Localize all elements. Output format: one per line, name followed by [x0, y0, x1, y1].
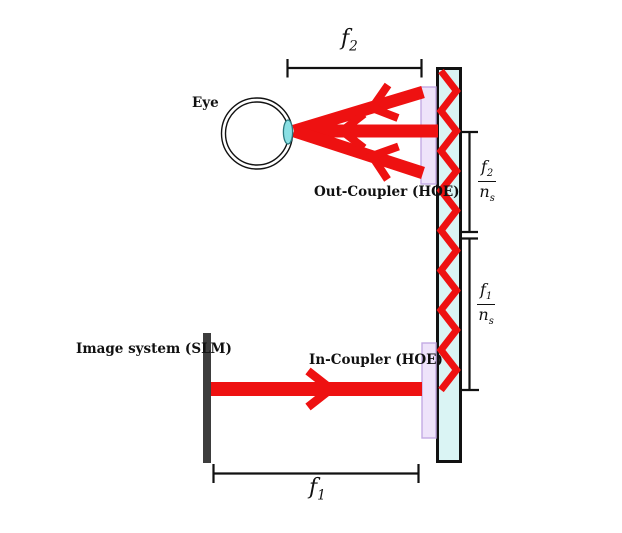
f2ns-numerator: f2 [478, 157, 497, 182]
f2ns-den-base: n [479, 181, 490, 201]
f1-base: f [309, 475, 318, 500]
f2-over-ns-label: f2 ns [478, 157, 497, 205]
arrowhead-middle-beam [335, 110, 367, 152]
eye-inner-circle [224, 101, 290, 166]
f2-dimension-bracket [286, 59, 423, 78]
f2ns-denominator: ns [479, 182, 494, 205]
out-coupler-label: Out-Coupler (HOE) [314, 184, 460, 200]
eye-label: Eye [192, 95, 219, 111]
f1ns-num-base: f [480, 280, 486, 299]
guided-ray-zigzag [436, 68, 461, 393]
f1ns-numerator: f1 [477, 280, 496, 305]
arrowhead-bottom-beam [365, 142, 400, 182]
eye-figure [220, 97, 294, 170]
f2ns-num-sub: 2 [486, 168, 494, 180]
eye-beams [292, 82, 438, 182]
eye-beam-bottom [292, 125, 425, 179]
input-beam [211, 367, 422, 411]
f1-dimension-bracket [212, 464, 420, 483]
f2ns-num-base: f [481, 157, 487, 176]
f2ns-den-sub: s [489, 192, 495, 204]
in-coupler-label: In-Coupler (HOE) [309, 352, 443, 368]
f1-over-ns-label: f1 ns [477, 280, 496, 328]
eye-lens [282, 119, 294, 145]
f2-dimension-label: f2 [341, 26, 358, 54]
f1ns-num-sub: 1 [485, 291, 493, 303]
f1ns-den-base: n [478, 304, 489, 324]
f2-base: f [341, 26, 350, 51]
f1ns-denominator: ns [478, 305, 493, 328]
slm-panel [203, 333, 211, 463]
f1ns-den-sub: s [488, 315, 494, 327]
arrowhead-input-beam [305, 367, 338, 411]
eye-outer-circle [220, 97, 294, 170]
f2-sub: 2 [349, 38, 358, 55]
arrowhead-top-beam [365, 82, 400, 122]
f1-over-ns-dimension [459, 237, 479, 392]
image-system-label: Image system (SLM) [76, 341, 232, 357]
f2-over-ns-dimension [461, 130, 478, 234]
f1-sub: 1 [317, 487, 326, 504]
f1-dimension-label: f1 [309, 475, 326, 503]
